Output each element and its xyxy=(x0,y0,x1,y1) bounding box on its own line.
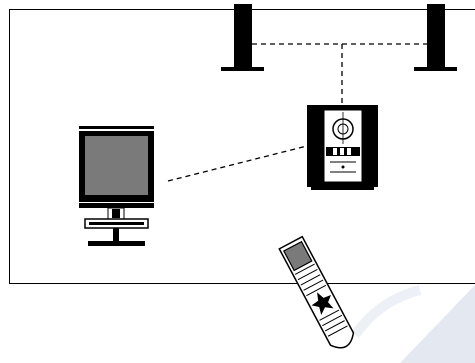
speaker-right xyxy=(414,4,457,71)
speaker-cable xyxy=(252,43,427,103)
speaker-left xyxy=(221,4,264,71)
television xyxy=(79,126,154,246)
tv-link-cable xyxy=(167,145,308,182)
music-system xyxy=(307,105,378,190)
remote-control xyxy=(278,235,355,349)
watermark xyxy=(350,285,475,363)
